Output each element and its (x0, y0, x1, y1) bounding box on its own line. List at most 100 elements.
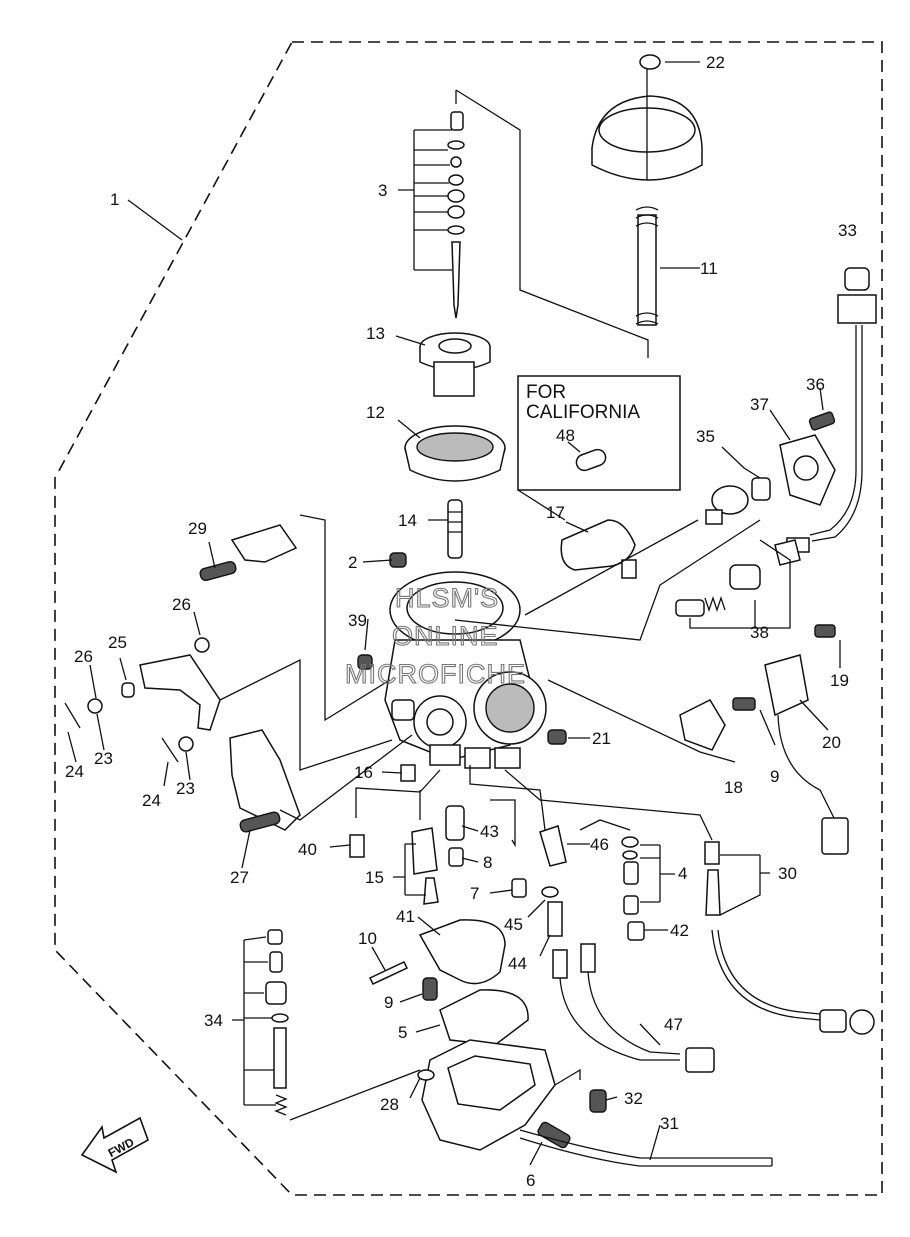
arrow-icon (80, 1116, 149, 1174)
heater-wire-part (552, 943, 715, 1073)
callout-43: 43 (480, 822, 499, 841)
callout-48: 48 (556, 426, 575, 445)
washer-part-26 (194, 637, 210, 653)
callout-22: 22 (706, 53, 725, 72)
oring-part-28 (417, 1069, 435, 1081)
callout-30: 30 (778, 864, 797, 883)
needle-jet-part (447, 499, 463, 559)
callout-20: 20 (822, 733, 841, 752)
callout-19: 19 (830, 671, 849, 690)
spring-part (635, 206, 659, 326)
callout-38: 38 (750, 623, 769, 642)
callout-46: 46 (590, 835, 609, 854)
callout-3: 3 (378, 181, 387, 200)
callout-45: 45 (504, 915, 523, 934)
screw-part-39 (357, 654, 373, 670)
callout-40: 40 (298, 840, 317, 859)
callout-27: 27 (230, 868, 249, 887)
plunger-part (705, 477, 771, 525)
callout-47: 47 (664, 1015, 683, 1034)
float-valve-part (411, 827, 439, 905)
callout-29: 29 (188, 519, 207, 538)
screw-part-32 (589, 1089, 607, 1113)
starter-cable-part (786, 267, 877, 553)
screw-part-21 (547, 729, 567, 745)
screw-part-9a (732, 697, 756, 711)
drain-hose-part (519, 1129, 773, 1167)
callout-33: 33 (838, 221, 857, 240)
callout-7: 7 (470, 884, 479, 903)
screw-part-2 (389, 552, 407, 568)
float-bowl-part (421, 1039, 556, 1151)
callout-26a: 26 (74, 647, 93, 666)
starter-part (560, 519, 637, 579)
jet-part-7 (511, 878, 527, 898)
california-box-line1: FOR (526, 382, 566, 403)
watermark-line1: HLSM'S (395, 583, 499, 613)
pin-part-24b (161, 737, 179, 763)
callout-15: 15 (365, 868, 384, 887)
callout-41: 41 (396, 907, 415, 926)
callout-4: 4 (678, 864, 687, 883)
screw-part-16 (400, 764, 416, 782)
screw-part-36 (808, 411, 836, 431)
callout-8: 8 (483, 853, 492, 872)
callout-6: 6 (526, 1171, 535, 1190)
callout-23a: 23 (94, 749, 113, 768)
callout-17: 17 (546, 503, 565, 522)
washer-part-23a (87, 698, 103, 714)
pilot-screw-part (349, 834, 365, 858)
collar-part (121, 682, 135, 698)
jet-part-42 (627, 921, 645, 941)
callout-39: 39 (348, 611, 367, 630)
callout-24a: 24 (65, 762, 84, 781)
diaphragm-part (404, 425, 506, 482)
float-pin-part (368, 961, 409, 985)
callout-37: 37 (750, 395, 769, 414)
callout-34: 34 (204, 1011, 223, 1030)
screw-part-27 (239, 811, 281, 833)
callout-11: 11 (700, 259, 718, 278)
callout-24b: 24 (142, 791, 161, 810)
callout-9b: 9 (384, 993, 393, 1012)
callout-5: 5 (398, 1023, 407, 1042)
gasket-part (439, 989, 529, 1046)
callout-9a: 9 (770, 767, 779, 786)
callout-42: 42 (670, 921, 689, 940)
throttle-lever-part (229, 729, 301, 831)
california-box-line2: CALIFORNIA (526, 402, 640, 423)
plate-part (679, 699, 726, 751)
callout-23b: 23 (176, 779, 195, 798)
callout-numbers: 1 2 3 4 5 6 7 8 9 9 10 11 12 13 14 15 16… (65, 53, 857, 1190)
cap-part (779, 434, 836, 506)
callout-25: 25 (108, 633, 127, 652)
piston-valve-part (419, 332, 491, 397)
valve-set-part (675, 539, 801, 617)
main-jet-set-part (265, 929, 289, 1116)
callout-36: 36 (806, 375, 825, 394)
watermark: HLSM'S ONLINE MICROFICHE (344, 582, 526, 689)
pin-part-24a (64, 702, 81, 729)
washer-part-45 (541, 886, 559, 898)
jet-needle-set-part (447, 111, 465, 319)
callout-14: 14 (398, 511, 417, 530)
lever-part (230, 524, 298, 563)
california-box: FOR CALIFORNIA (517, 375, 681, 491)
fwd-arrow: FWD (80, 1116, 149, 1174)
bracket-part (139, 654, 221, 731)
callout-16: 16 (354, 763, 373, 782)
callout-13: 13 (366, 324, 385, 343)
callout-1: 1 (110, 190, 119, 209)
jet-part-8 (448, 847, 464, 867)
screw-part-29 (199, 560, 237, 582)
watermark-line3: MICROFICHE (345, 659, 526, 689)
callout-31: 31 (660, 1114, 679, 1133)
callout-28: 28 (380, 1095, 399, 1114)
callout-32: 32 (624, 1089, 643, 1108)
leader-lines (67, 61, 841, 1166)
float-part (418, 919, 506, 985)
top-cover-part (591, 54, 703, 181)
screw-part-19 (814, 624, 836, 638)
screw-part-9b (422, 977, 438, 1001)
